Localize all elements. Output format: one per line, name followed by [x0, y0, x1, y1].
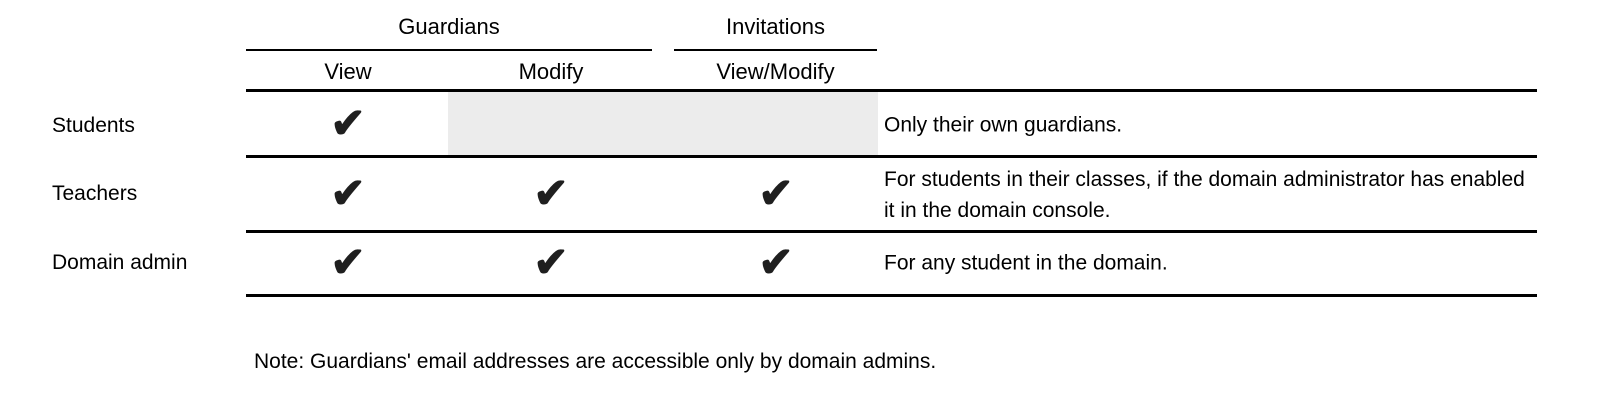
column-header-view: View: [324, 59, 372, 84]
check-icon: ✔: [533, 238, 569, 286]
column-group-guardians-label: Guardians: [398, 14, 500, 39]
column-group-invitations: Invitations: [674, 13, 877, 51]
table-rule-header: [246, 89, 1537, 92]
check-icon: ✔: [330, 238, 366, 286]
row-label-teachers: Teachers: [52, 182, 138, 205]
check-icon: ✔: [758, 169, 794, 217]
students-disabled-cell: [448, 92, 878, 155]
table-rule-bottom: [246, 294, 1537, 297]
row-note-domain-admin: For any student in the domain.: [884, 251, 1168, 275]
table-rule-after-students: [246, 155, 1537, 158]
row-note-students: Only their own guardians.: [884, 113, 1123, 137]
row-label-domain-admin: Domain admin: [52, 251, 188, 274]
column-header-view-modify: View/Modify: [716, 59, 835, 84]
row-note-teachers: For students in their classes, if the do…: [884, 168, 1525, 222]
column-group-invitations-label: Invitations: [725, 14, 826, 39]
column-header-modify: Modify: [518, 59, 584, 84]
check-icon: ✔: [330, 169, 366, 217]
check-icon: ✔: [758, 238, 794, 286]
row-label-students: Students: [52, 114, 135, 137]
table-rule-after-teachers: [246, 230, 1537, 233]
check-icon: ✔: [533, 169, 569, 217]
check-icon: ✔: [330, 99, 366, 147]
footnote: Note: Guardians' email addresses are acc…: [254, 350, 937, 373]
column-group-guardians: Guardians: [246, 13, 652, 51]
